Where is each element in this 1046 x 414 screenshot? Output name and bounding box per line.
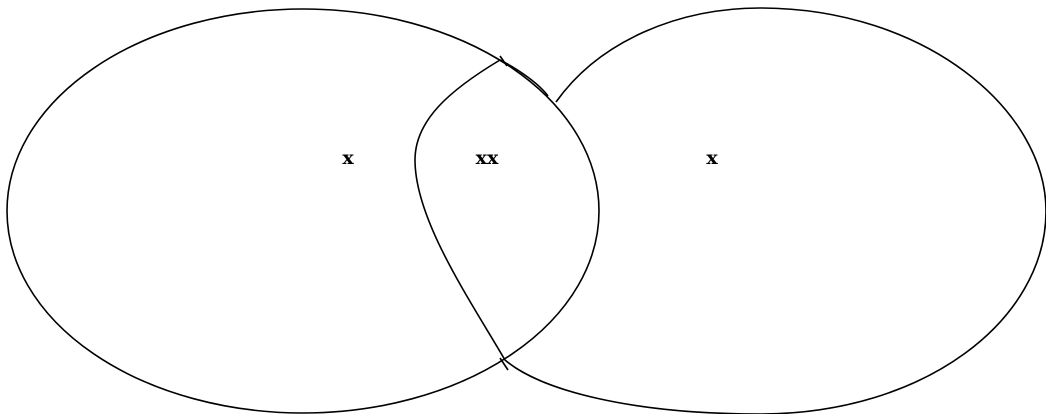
- right-set-outline: [414, 7, 1046, 414]
- left-set-ellipse: [6, 8, 600, 414]
- bottom-crossing-tick: [499, 357, 509, 371]
- overlap-region-label: xx: [476, 147, 499, 169]
- left-region-label: x: [342, 147, 354, 169]
- top-crossing-tick: [499, 55, 508, 67]
- right-region-label: x: [706, 147, 718, 169]
